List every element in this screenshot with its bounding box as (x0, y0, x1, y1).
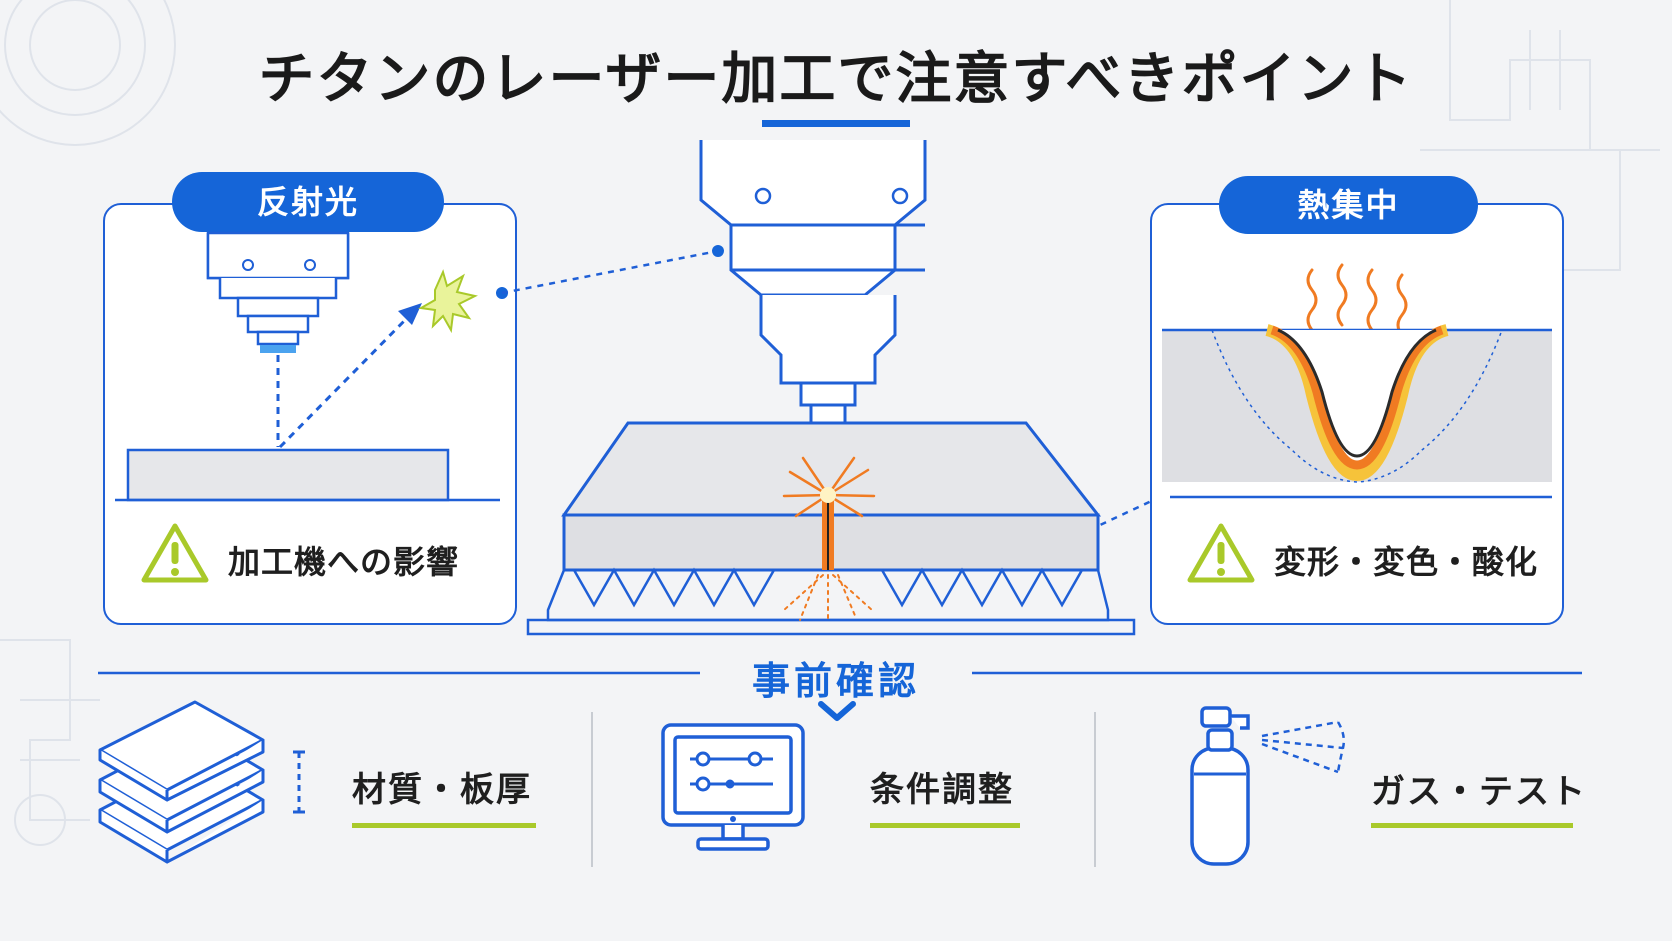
monitor-settings-icon (661, 723, 805, 851)
warning-icon (141, 523, 209, 583)
check-label-conditions: 条件調整 (870, 770, 1014, 810)
reflection-badge: 反射光 (172, 172, 444, 232)
title-underline (762, 120, 910, 127)
heat-badge: 熱集中 (1219, 176, 1478, 234)
section-title: 事前確認 (700, 650, 972, 705)
stacked-sheets-icon (98, 700, 305, 864)
check-underline (1371, 823, 1573, 828)
column-divider (1094, 712, 1096, 867)
check-underline (870, 823, 1020, 828)
heat-illustration (1162, 263, 1552, 499)
warning-icon (1187, 523, 1255, 583)
column-divider (591, 712, 593, 867)
check-underline (352, 823, 536, 828)
chevron-down-icon (818, 701, 856, 721)
check-label-material: 材質・板厚 (352, 770, 532, 810)
page-title: チタンのレーザー加工で注意すべきポイント (258, 47, 1414, 112)
reflection-illustration (115, 231, 500, 502)
laser-machine-illustration (526, 140, 1136, 636)
check-label-gas-test: ガス・テスト (1371, 772, 1587, 812)
gas-cylinder-icon (1190, 706, 1346, 866)
heat-warning-text: 変形・変色・酸化 (1274, 543, 1539, 581)
reflection-warning-text: 加工機への影響 (228, 543, 460, 581)
